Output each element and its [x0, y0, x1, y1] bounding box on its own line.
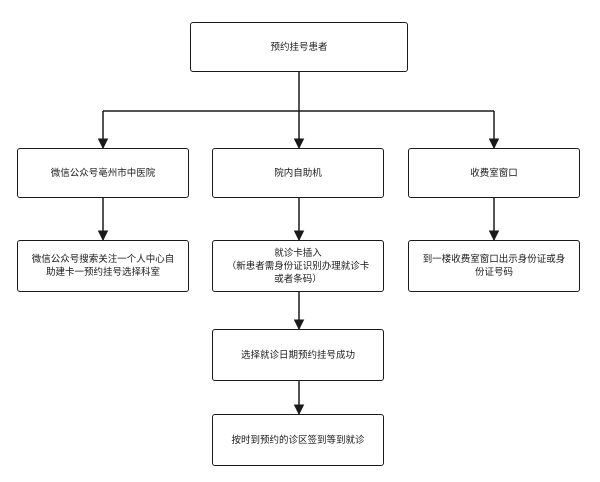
node-wechat-step: 微信公众号搜索关注一个人中心自 助建卡一预约挂号选择科室 — [17, 240, 189, 292]
node-select-date: 选择就诊日期预约挂号成功 — [212, 329, 384, 381]
node-counter-step: 到一楼收费室窗口出示身份证或身 份证号码 — [408, 240, 580, 292]
node-kiosk-step: 就诊卡插入 （新患者需身份证识别办理就诊卡 或者条码） — [212, 240, 384, 292]
node-wechat: 微信公众号亳州市中医院 — [17, 148, 189, 198]
node-kiosk: 院内自助机 — [212, 148, 384, 198]
node-checkin: 按时到预约的诊区签到等到就诊 — [212, 414, 384, 466]
node-counter: 收费室窗口 — [408, 148, 580, 198]
node-root: 预约挂号患者 — [190, 22, 408, 72]
